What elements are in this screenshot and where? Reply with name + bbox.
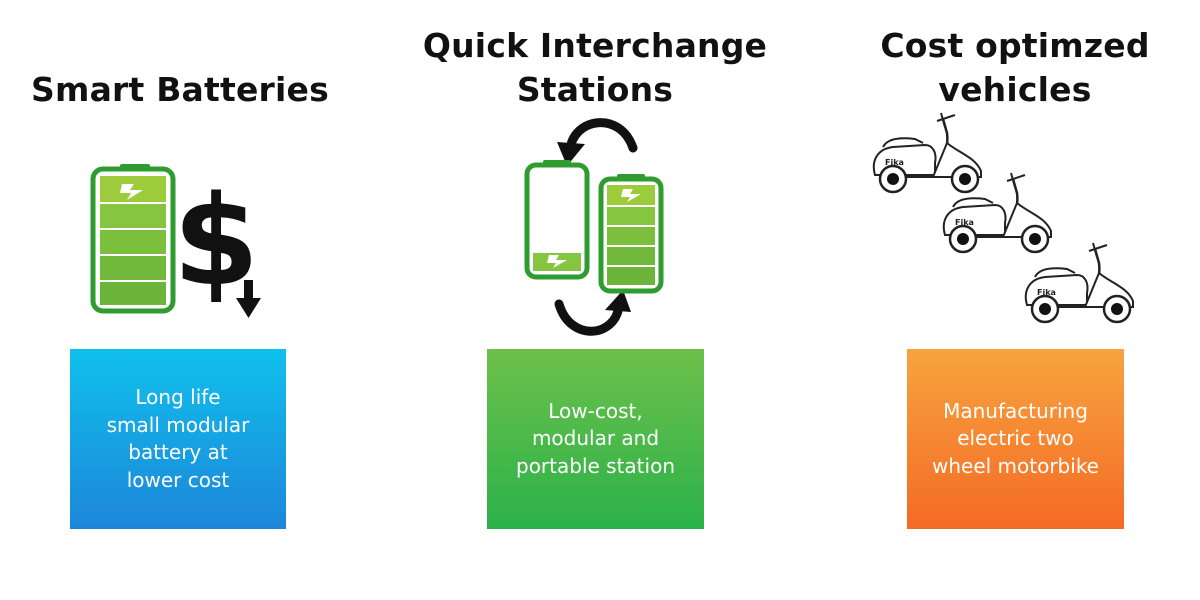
title-smart-batteries: Smart Batteries [15, 68, 345, 112]
title-line: vehicles [938, 70, 1092, 109]
scooter-brand: Fika [955, 218, 974, 227]
box-line: modular and [531, 426, 660, 451]
box-line: Long life [135, 385, 221, 409]
box-line: wheel motorbike [931, 453, 1099, 478]
title-line: Quick Interchange [422, 26, 768, 65]
box-line: battery at [128, 440, 228, 464]
scooter-icon: Fika [1024, 241, 1135, 324]
title-line: Cost optimzed [880, 26, 1150, 65]
title-cost-optimized-vehicles: Cost optimzed vehicles [850, 24, 1180, 112]
smart-battery-illustration: $ [90, 164, 261, 318]
battery-swap-illustration [524, 118, 664, 336]
battery-empty-icon [524, 160, 590, 280]
box-line: Low-cost, [548, 398, 643, 423]
down-arrow-icon [236, 280, 261, 318]
box-line: electric two [957, 426, 1074, 451]
box-line: portable station [516, 453, 675, 478]
title-line: Smart Batteries [31, 70, 329, 109]
scooter-icon: Fika [942, 171, 1053, 254]
feature-box-text: Manufacturing electric two wheel motorbi… [932, 398, 1099, 481]
scooter-brand: Fika [1037, 288, 1056, 297]
feature-box-text: Low-cost, modular and portable station [516, 398, 675, 481]
box-line: lower cost [126, 467, 230, 492]
feature-box-interchange-stations: Low-cost, modular and portable station [487, 349, 704, 529]
scooters-illustration: Fika Fika Fika [872, 111, 1135, 324]
scooter-brand: Fika [885, 158, 904, 167]
swap-arrows-icon [554, 118, 638, 336]
battery-full-icon [598, 174, 664, 294]
title-line: Stations [516, 70, 674, 109]
feature-box-text: Long life small modular battery at lower… [107, 384, 250, 494]
feature-box-smart-batteries: Long life small modular battery at lower… [70, 349, 286, 529]
box-line: Manufacturing [943, 398, 1088, 423]
feature-box-vehicles: Manufacturing electric two wheel motorbi… [907, 349, 1124, 529]
title-quick-interchange-stations: Quick Interchange Stations [400, 24, 790, 112]
battery-full-icon [90, 164, 176, 314]
scooter-icon: Fika [872, 111, 983, 194]
box-line: small modular [106, 412, 250, 437]
